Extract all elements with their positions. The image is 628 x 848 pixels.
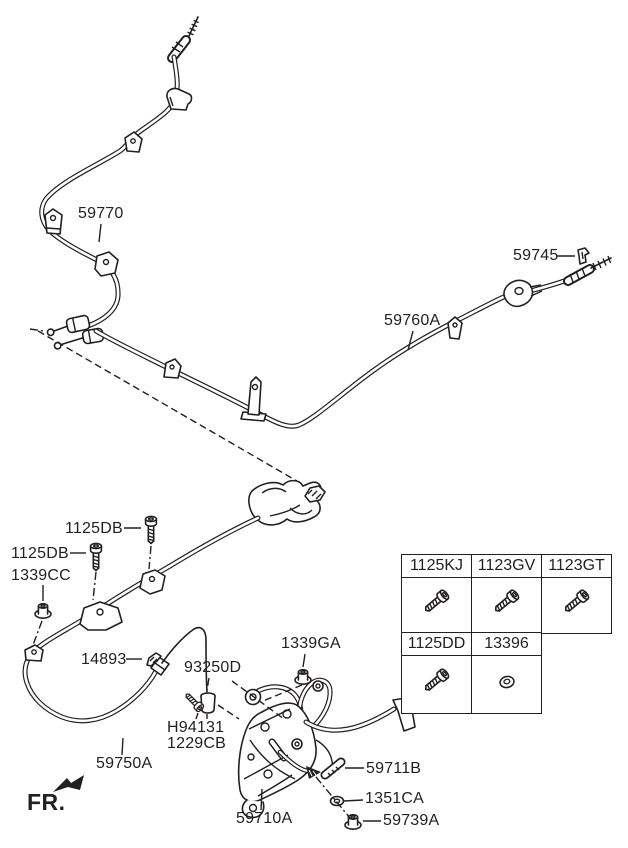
- fastener-code: 13396: [471, 632, 542, 657]
- equalizer-bracket: [248, 479, 326, 526]
- fastener-table-bottom: 1125DD 13396: [401, 632, 542, 715]
- fastener-table: 1125KJ 1123GV 1123GT: [401, 554, 612, 715]
- fastener-code: 1125DD: [401, 632, 472, 657]
- nut-59739a-icon: [344, 813, 362, 831]
- bolt-icon: [420, 588, 451, 616]
- callout-59760a: 59760A: [384, 312, 441, 329]
- clip-14893: [146, 652, 162, 667]
- fastener-cell: [471, 655, 542, 715]
- callout-1229cb: 1229CB: [167, 735, 227, 752]
- callout-1125db-a: 1125DB: [65, 520, 123, 537]
- fastener-code: 1123GT: [541, 554, 612, 578]
- bolt-icon: [490, 588, 521, 616]
- cable-59760a: [93, 255, 612, 429]
- callout-1351ca: 1351CA: [365, 790, 425, 807]
- callout-59745: 59745: [513, 247, 559, 264]
- fastener-cell: [401, 577, 472, 634]
- fastener-cell: [541, 577, 612, 634]
- cable-59750a: [22, 515, 261, 724]
- fastener-code: 1123GV: [471, 554, 542, 578]
- clip-59745: [577, 247, 590, 265]
- callout-1339ga: 1339GA: [281, 635, 341, 652]
- fastener-cell: [471, 577, 542, 634]
- callout-59739a: 59739A: [383, 812, 440, 829]
- callout-1125db-b: 1125DB: [11, 545, 69, 562]
- nut-icon: [498, 676, 515, 689]
- callout-h94131: H94131: [167, 719, 225, 736]
- bolt-1125db-b-icon: [89, 542, 103, 572]
- bolt-icon: [420, 667, 451, 695]
- callout-59770: 59770: [78, 205, 124, 222]
- bolt-1125db-a-icon: [144, 515, 158, 545]
- front-direction-arrow: [53, 775, 84, 792]
- cable-59770: [39, 16, 199, 350]
- fastener-cell: [401, 655, 472, 715]
- fastener-table-top: 1125KJ 1123GV 1123GT: [401, 554, 612, 634]
- leader-lines: [42, 223, 575, 822]
- pin-59711b: [320, 757, 346, 780]
- bolt-icon: [560, 588, 591, 616]
- exploded-view-dashed-line: [29, 328, 324, 496]
- callout-93250d: 93250D: [184, 659, 242, 676]
- callout-59710a: 59710A: [236, 810, 293, 827]
- nut-1339cc-icon: [34, 602, 52, 620]
- callout-59750a: 59750A: [96, 755, 153, 772]
- callout-59711b: 59711B: [366, 760, 422, 777]
- assembly-dashed-lines: [32, 545, 351, 819]
- nut-1339ga-icon: [294, 668, 312, 686]
- front-direction-label: FR.: [27, 789, 66, 815]
- callout-14893: 14893: [81, 651, 127, 668]
- callout-1339cc: 1339CC: [11, 567, 71, 584]
- fastener-code: 1125KJ: [401, 554, 472, 578]
- washer-1351ca-icon: [329, 795, 345, 807]
